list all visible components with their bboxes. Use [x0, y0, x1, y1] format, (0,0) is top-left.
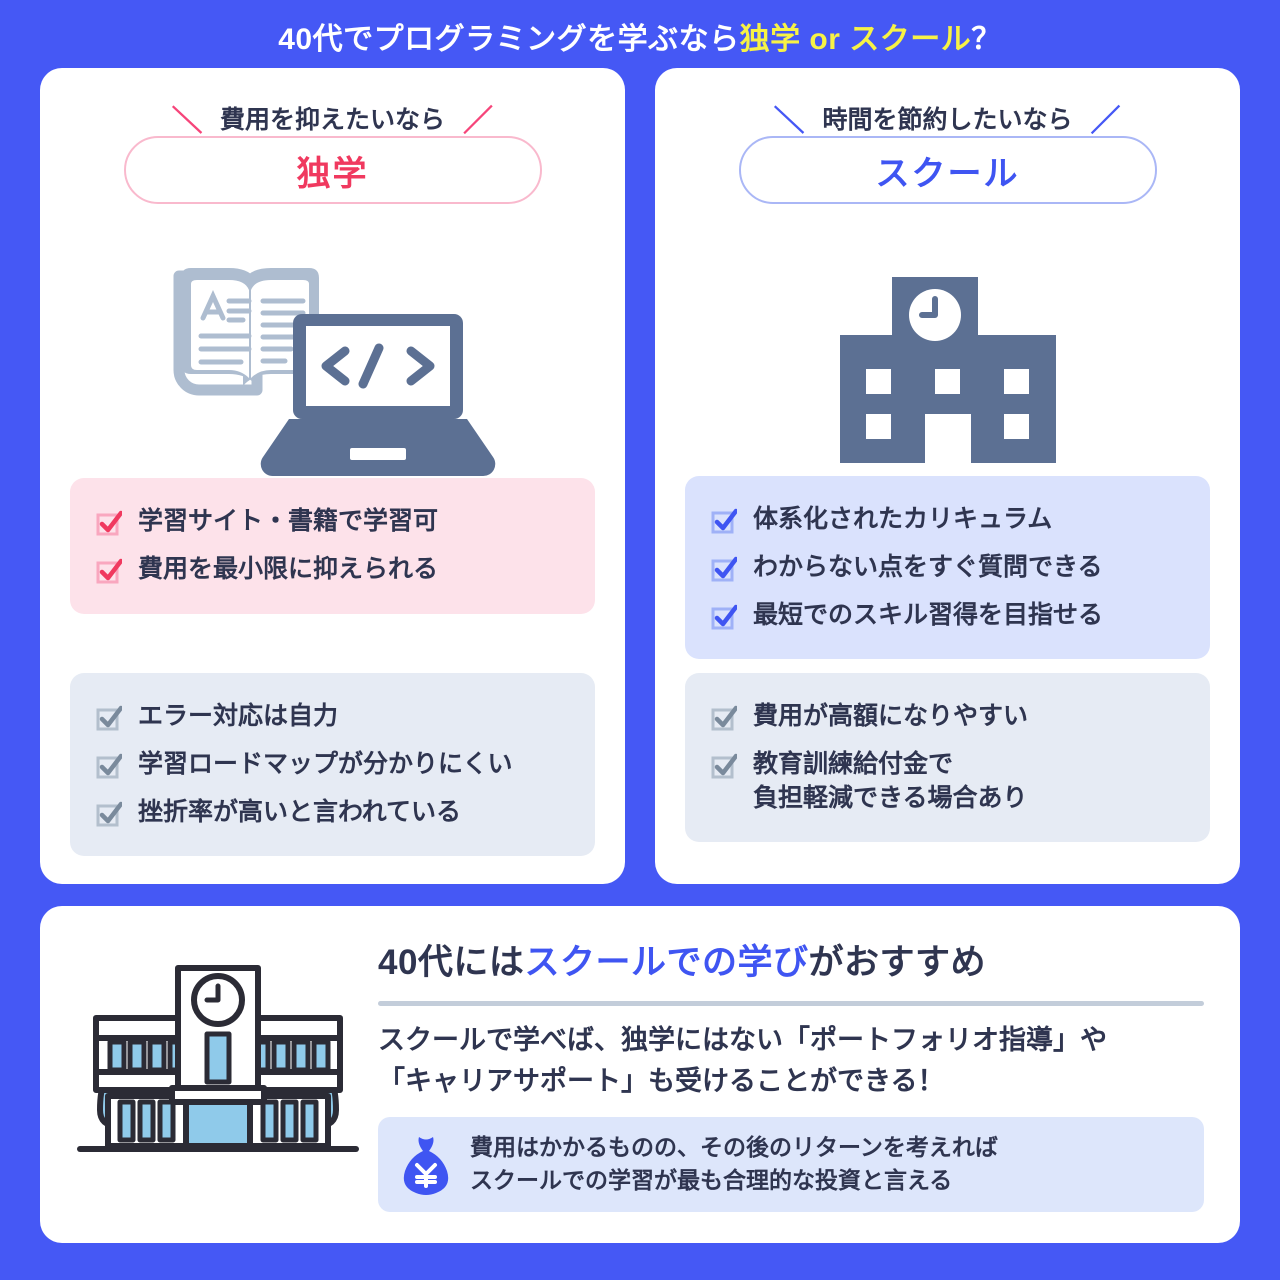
- checkbox-check-icon: [96, 510, 122, 536]
- recommendation-content: 40代にはスクールでの学びがおすすめ スクールで学べば、独学にはない「ポートフォ…: [370, 906, 1240, 1212]
- cons-list-self-study: エラー対応は自力 学習ロードマップが分かりにくい 挫折率が高いと言われている: [70, 673, 595, 857]
- page-title-highlight: 独学 or スクール: [739, 23, 972, 56]
- recommendation-panel: 40代にはスクールでの学びがおすすめ スクールで学べば、独学にはない「ポートフォ…: [40, 906, 1240, 1243]
- checkbox-check-icon: [96, 558, 122, 584]
- page-title: 40代でプログラミングを学ぶなら独学 or スクール？: [0, 14, 1280, 58]
- list-item: わからない点をすぐ質問できる: [711, 544, 1184, 592]
- checkbox-check-icon: [711, 753, 737, 779]
- list-item: 最短でのスキル習得を目指せる: [711, 592, 1184, 640]
- card-kicker-self-study: ＼ 費用を抑えたいなら ／: [40, 96, 625, 140]
- list-item-label: わからない点をすぐ質問できる: [753, 552, 1103, 581]
- recommendation-heading: 40代にはスクールでの学びがおすすめ: [378, 934, 1204, 985]
- list-item: 挫折率が高いと言われている: [96, 789, 569, 837]
- list-item-label: 最短でのスキル習得を目指せる: [753, 600, 1104, 629]
- list-item-label: エラー対応は自力: [138, 702, 339, 730]
- card-label-school: スクール: [738, 136, 1157, 204]
- checkbox-check-icon: [711, 508, 737, 534]
- list-item: 費用を最小限に抑えられる: [96, 546, 569, 594]
- card-kicker-label: 時間を節約したいなら: [822, 106, 1073, 134]
- school-building-icon: [655, 226, 1240, 516]
- list-item: エラー対応は自力: [96, 693, 569, 741]
- money-bag-icon: [403, 1137, 449, 1196]
- list-item-label: 費用を最小限に抑えられる: [138, 554, 439, 583]
- list-item: 体系化されたカリキュラム: [711, 496, 1184, 544]
- list-item-label: 教育訓練給付金で 負担軽減できる場合あり: [753, 749, 1028, 812]
- list-item-label: 学習サイト・書籍で学習可: [138, 507, 439, 535]
- list-item: 学習サイト・書籍で学習可: [96, 498, 569, 546]
- page-title-before: 40代でプログラミングを学ぶなら: [278, 23, 740, 56]
- checkbox-check-icon: [96, 753, 122, 779]
- checkbox-check-icon: [96, 801, 122, 826]
- book-and-laptop-icon: [40, 226, 625, 516]
- slash-left-icon: ＼: [171, 104, 203, 139]
- recommendation-heading-before: 40代には: [378, 943, 525, 982]
- list-item: 学習ロードマップが分かりにくい: [96, 741, 569, 789]
- list-item-label: 体系化されたカリキュラム: [753, 505, 1053, 533]
- checkbox-check-icon: [96, 705, 122, 731]
- comparison-card-school: ＼ 時間を節約したいなら ／ スクール: [655, 68, 1240, 884]
- card-kicker-school: ＼ 時間を節約したいなら ／: [655, 96, 1240, 140]
- checkbox-check-icon: [711, 556, 737, 582]
- list-item: 教育訓練給付金で 負担軽減できる場合あり: [711, 741, 1184, 823]
- card-kicker-label: 費用を抑えたいなら: [219, 106, 445, 134]
- slash-right-icon: ／: [463, 105, 493, 138]
- checkbox-check-icon: [711, 705, 737, 731]
- investment-callout-text: 費用はかかるものの、その後のリターンを考えれば スクールでの学習が最も合理的な投…: [470, 1134, 998, 1194]
- list-item-label: 挫折率が高いと言われている: [138, 797, 462, 826]
- slash-right-icon: ／: [1090, 105, 1121, 138]
- list-item-label: 学習ロードマップが分かりにくい: [138, 749, 513, 778]
- school-building-illustration: [40, 906, 370, 1170]
- pros-list-self-study: 学習サイト・書籍で学習可 費用を最小限に抑えられる: [70, 478, 595, 614]
- checkbox-check-icon: [711, 604, 737, 629]
- slash-left-icon: ＼: [774, 104, 806, 139]
- list-item-label: 費用が高額になりやすい: [753, 702, 1029, 730]
- card-label-self-study: 独学: [123, 136, 542, 204]
- list-item: 費用が高額になりやすい: [711, 693, 1184, 741]
- recommendation-heading-after: がおすすめ: [808, 943, 986, 982]
- recommendation-heading-highlight: スクールでの学び: [524, 943, 809, 982]
- investment-callout: 費用はかかるものの、その後のリターンを考えれば スクールでの学習が最も合理的な投…: [378, 1117, 1204, 1212]
- recommendation-body: スクールで学べば、独学にはない「ポートフォリオ指導」や 「キャリアサポート」も受…: [378, 1025, 1107, 1096]
- divider: [378, 1001, 1204, 1006]
- cons-list-school: 費用が高額になりやすい 教育訓練給付金で 負担軽減できる場合あり: [685, 673, 1210, 843]
- comparison-card-self-study: ＼ 費用を抑えたいなら ／ 独学: [40, 68, 625, 884]
- pros-list-school: 体系化されたカリキュラム わからない点をすぐ質問できる 最短でのスキル習得を目指…: [685, 476, 1210, 660]
- page-title-after: ？: [971, 23, 1002, 56]
